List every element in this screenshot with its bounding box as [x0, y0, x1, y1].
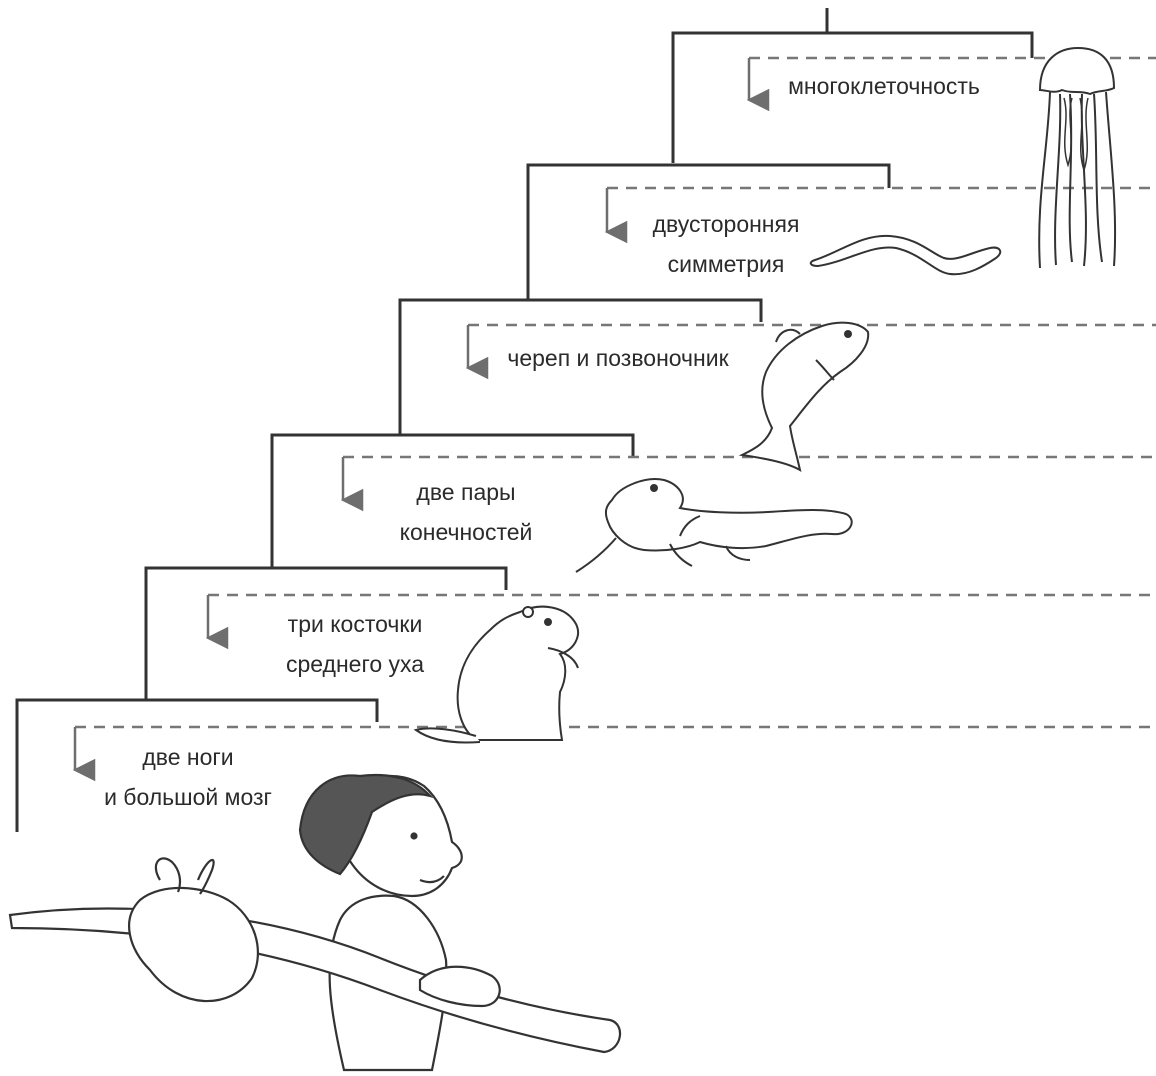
label-line: три косточки — [287, 611, 423, 637]
human-icon — [8, 773, 621, 1072]
jellyfish-icon — [1038, 46, 1117, 269]
label-line: череп и позвоночник — [507, 345, 729, 371]
down-arrows — [72, 58, 770, 782]
label-line: двусторонняя — [652, 211, 800, 237]
label-line: многоклеточность — [788, 73, 980, 99]
step-label-bilateral-symmetry: двусторонняя симметрия — [640, 204, 812, 284]
step-label-skull-spine: череп и позвоночник — [486, 338, 750, 378]
step-label-middle-ear: три косточки среднего уха — [262, 604, 448, 684]
label-line: и большой мозг — [104, 784, 272, 810]
label-line: две ноги — [142, 744, 234, 770]
label-line: среднего уха — [285, 651, 425, 677]
label-line: симметрия — [667, 251, 785, 277]
step-label-bipedal-brain: две ноги и большой мозг — [86, 737, 290, 817]
label-line: две пары — [416, 479, 516, 505]
step-label-two-pairs-limbs: две пары конечностей — [380, 472, 552, 552]
worm-icon — [809, 234, 1002, 276]
beaver-icon — [413, 605, 579, 744]
fish-icon — [738, 321, 870, 472]
lizard-icon — [575, 478, 853, 573]
label-line: конечностей — [399, 519, 533, 545]
dashed-guides — [75, 56, 1156, 729]
step-label-multicellularity: многоклеточность — [770, 66, 998, 106]
tree-branches — [15, 8, 1034, 832]
